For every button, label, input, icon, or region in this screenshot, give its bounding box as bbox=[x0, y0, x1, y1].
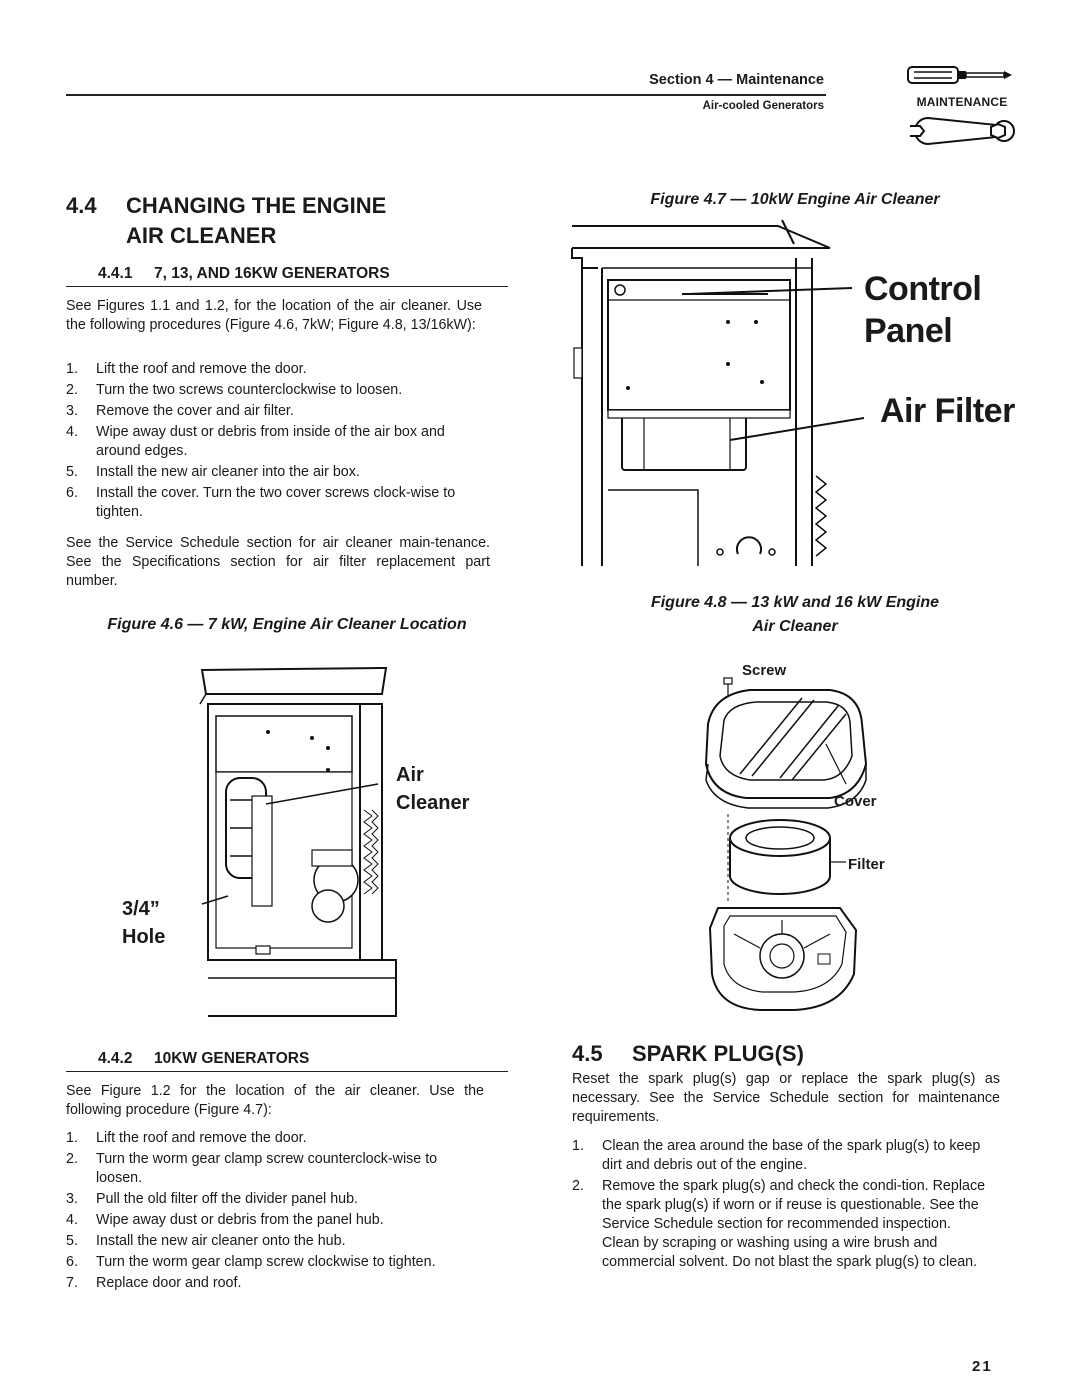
figure-4-7-generator-drawing bbox=[571, 219, 864, 566]
subsection-rule bbox=[66, 1071, 508, 1072]
header-rule bbox=[66, 94, 826, 96]
figure-4-6-generator-drawing bbox=[199, 666, 397, 1017]
step-text: Remove the cover and air filter. bbox=[96, 403, 294, 419]
step-number: 4. bbox=[66, 424, 78, 440]
section-4-5-steps: 1. Clean the area around the base of the … bbox=[572, 1137, 992, 1274]
maintenance-label: MAINTENANCE bbox=[916, 95, 1008, 109]
step-text: Turn the worm gear clamp screw clockwise… bbox=[96, 1254, 436, 1270]
list-item: 7. Replace door and roof. bbox=[66, 1274, 484, 1293]
list-item: 2. Turn the two screws counterclockwise t… bbox=[66, 381, 482, 400]
figure-4-8-label-filter: Filter bbox=[848, 856, 885, 873]
list-item: 6. Turn the worm gear clamp screw clockwi… bbox=[66, 1253, 484, 1272]
wrench-icon bbox=[910, 116, 1015, 146]
list-item: 3. Remove the cover and air filter. bbox=[66, 402, 482, 421]
step-number: 5. bbox=[66, 464, 78, 480]
figure-4-8-label-cover: Cover bbox=[834, 793, 877, 810]
figure-4-6-label-hole: Hole bbox=[122, 926, 166, 948]
step-text: Turn the worm gear clamp screw countercl… bbox=[96, 1151, 438, 1186]
subsection-4-4-1-number: 4.4.1 bbox=[98, 265, 133, 282]
step-text: Install the new air cleaner into the air… bbox=[96, 464, 360, 480]
step-text: Install the cover. Turn the two cover sc… bbox=[96, 485, 456, 520]
figure-4-6-label-3-4: 3/4” bbox=[122, 898, 160, 920]
figure-4-7-label-air-filter: Air Filter bbox=[880, 392, 1015, 430]
list-item: 5. Install the new air cleaner onto the h… bbox=[66, 1232, 484, 1251]
figure-4-7-caption: Figure 4.7 — 10kW Engine Air Cleaner bbox=[650, 191, 940, 208]
step-text: Clean the area around the base of the sp… bbox=[602, 1138, 981, 1173]
step-text: Pull the old filter off the divider pane… bbox=[96, 1191, 359, 1207]
subsection-4-4-1-intro: See Figures 1.1 and 1.2, for the locatio… bbox=[66, 298, 482, 333]
step-number: 2. bbox=[572, 1178, 584, 1194]
section-4-5-title: SPARK PLUG(S) bbox=[632, 1041, 804, 1066]
step-number: 1. bbox=[572, 1138, 584, 1154]
step-number: 5. bbox=[66, 1233, 78, 1249]
step-text: Turn the two screws counterclockwise to … bbox=[96, 382, 403, 398]
subsection-4-4-2-intro: See Figure 1.2 for the location of the a… bbox=[66, 1083, 484, 1118]
subsection-4-4-1-title: 7, 13, AND 16KW GENERATORS bbox=[154, 265, 390, 282]
list-item: 5. Install the new air cleaner into the a… bbox=[66, 463, 482, 482]
page-number: 21 bbox=[972, 1358, 993, 1375]
list-item: 3. Pull the old filter off the divider pa… bbox=[66, 1190, 484, 1209]
list-item: 2. Turn the worm gear clamp screw counter… bbox=[66, 1150, 484, 1188]
list-item: 1. Lift the roof and remove the door. bbox=[66, 1129, 484, 1148]
step-number: 6. bbox=[66, 1254, 78, 1270]
screwdriver-icon bbox=[907, 66, 1012, 84]
step-number: 2. bbox=[66, 1151, 78, 1167]
header-subtitle: Air-cooled Generators bbox=[702, 100, 824, 112]
figure-4-7-label-control: Control bbox=[864, 270, 982, 308]
section-4-5-intro: Reset the spark plug(s) gap or replace t… bbox=[572, 1071, 1000, 1125]
step-number: 1. bbox=[66, 1130, 78, 1146]
step-number: 3. bbox=[66, 403, 78, 419]
list-item: 4. Wipe away dust or debris from the pane… bbox=[66, 1211, 484, 1230]
step-text: Lift the roof and remove the door. bbox=[96, 361, 307, 377]
section-4-5-number: 4.5 bbox=[572, 1041, 603, 1066]
step-number: 1. bbox=[66, 361, 78, 377]
step-number: 7. bbox=[66, 1275, 78, 1291]
subsection-rule bbox=[66, 286, 508, 287]
step-text: Remove the spark plug(s) and check the c… bbox=[602, 1178, 986, 1270]
step-number: 6. bbox=[66, 485, 78, 501]
section-4-4-title-line1: CHANGING THE ENGINE bbox=[126, 193, 387, 218]
header-section-title: Section 4 — Maintenance bbox=[649, 72, 824, 88]
figure-4-8-caption-line2: Air Cleaner bbox=[752, 618, 838, 635]
section-4-4-number: 4.4 bbox=[66, 193, 97, 218]
step-text: Wipe away dust or debris from inside of … bbox=[96, 424, 445, 459]
figure-4-6-label-air: Air bbox=[396, 764, 424, 786]
step-number: 2. bbox=[66, 382, 78, 398]
figure-4-6-caption: Figure 4.6 — 7 kW, Engine Air Cleaner Lo… bbox=[107, 616, 467, 633]
step-text: Wipe away dust or debris from the panel … bbox=[96, 1212, 384, 1228]
figure-4-6-label-cleaner: Cleaner bbox=[396, 792, 470, 814]
section-4-4-title-line2: AIR CLEANER bbox=[126, 223, 277, 248]
list-item: 4. Wipe away dust or debris from inside o… bbox=[66, 423, 482, 461]
subsection-4-4-2-number: 4.4.2 bbox=[98, 1050, 133, 1067]
step-text: Replace door and roof. bbox=[96, 1275, 242, 1291]
step-number: 4. bbox=[66, 1212, 78, 1228]
figure-4-7-label-panel: Panel bbox=[864, 312, 953, 350]
subsection-4-4-2-title: 10KW GENERATORS bbox=[154, 1050, 310, 1067]
list-item: 1. Lift the roof and remove the door. bbox=[66, 360, 482, 379]
subsection-4-4-2-steps: 1. Lift the roof and remove the door. 2. T… bbox=[66, 1129, 484, 1295]
figure-4-8-label-screw: Screw bbox=[742, 662, 787, 679]
figure-4-8-caption-line1: Figure 4.8 — 13 kW and 16 kW Engine bbox=[650, 594, 940, 611]
step-number: 3. bbox=[66, 1191, 78, 1207]
subsection-4-4-1-outro: See the Service Schedule section for air… bbox=[66, 535, 490, 589]
step-text: Install the new air cleaner onto the hub… bbox=[96, 1233, 346, 1249]
subsection-4-4-1-steps: 1. Lift the roof and remove the door. 2. T… bbox=[66, 360, 482, 524]
list-item: 1. Clean the area around the base of the … bbox=[572, 1137, 992, 1175]
list-item: 2. Remove the spark plug(s) and check the… bbox=[572, 1177, 992, 1272]
list-item: 6. Install the cover. Turn the two cover … bbox=[66, 484, 482, 522]
step-text: Lift the roof and remove the door. bbox=[96, 1130, 307, 1146]
figure-4-8-air-cleaner-exploded-drawing bbox=[704, 677, 868, 1011]
